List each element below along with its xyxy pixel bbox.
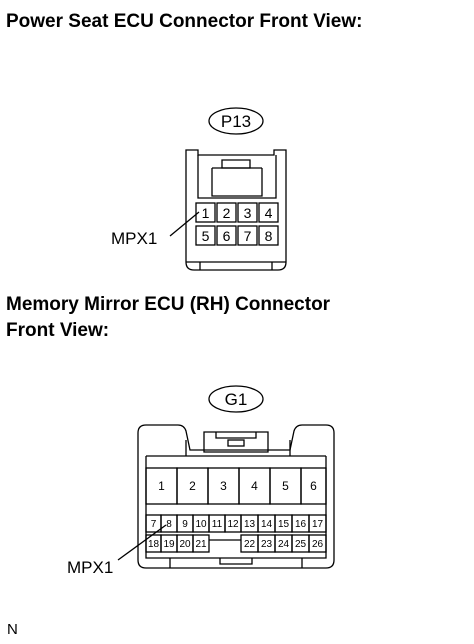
p13-pin-grid [195,202,279,246]
g1-pin-1: 1 [158,479,165,493]
g1-pin-20: 20 [179,539,191,550]
g1-pin-6: 6 [310,479,317,493]
p13-callout-line [169,211,200,237]
g1-connector [117,385,335,569]
g1-small-pin-grid-row1 [145,514,327,533]
p13-mpx1-label: MPX1 [111,229,158,248]
g1-pin-25: 25 [295,539,307,550]
g1-pin-26: 26 [312,539,324,550]
g1-pin-11: 11 [212,519,223,530]
g1-pin-13: 13 [244,519,256,530]
g1-pin-7: 7 [151,519,157,530]
g1-pin-10: 10 [195,519,207,530]
p13-pin-2: 2 [223,205,231,221]
g1-pin-24: 24 [278,539,290,550]
g1-pin-4: 4 [251,479,258,493]
g1-small-pin-grid-row2 [145,534,327,553]
p13-pin-5: 5 [202,228,210,244]
g1-pin-5: 5 [282,479,289,493]
footer-mark: N [7,621,18,638]
g1-pin-3: 3 [220,479,227,493]
g1-code-ellipse [208,385,264,413]
g1-pin-12: 12 [227,519,239,530]
p13-code-text: P13 [221,112,251,131]
g1-pin-18: 18 [148,539,160,550]
g1-pin-17: 17 [312,519,324,530]
p13-code-ellipse [208,107,264,135]
g1-pin-14: 14 [261,519,273,530]
p13-pin-3: 3 [244,205,252,221]
section2-title-line2: Front View: [6,320,110,341]
p13-housing [185,149,287,271]
g1-pin-8: 8 [166,519,172,530]
p13-pin-labels: 1 2 3 4 5 6 7 8 [202,205,273,244]
p13-pin-1: 1 [202,205,210,221]
g1-pin-19: 19 [163,539,175,550]
g1-pin-21: 21 [195,539,207,550]
g1-pin-9: 9 [182,519,188,530]
g1-small-pin-labels-row2: 18 19 20 21 22 23 24 25 26 [148,539,324,550]
g1-large-pin-grid [145,467,327,505]
p13-connector [169,107,287,271]
g1-code-text: G1 [225,390,248,409]
g1-pin-23: 23 [261,539,273,550]
g1-pin-15: 15 [278,519,290,530]
g1-pin-22: 22 [244,539,256,550]
section1-title: Power Seat ECU Connector Front View: [6,11,363,32]
p13-pin-6: 6 [223,228,231,244]
g1-callout-line [117,524,167,561]
p13-pin-8: 8 [265,228,273,244]
g1-latch [203,431,269,453]
g1-large-pin-labels: 1 2 3 4 5 6 [158,479,317,493]
g1-small-pin-labels-row1: 7 8 9 10 11 12 13 14 15 16 17 [151,519,324,530]
g1-mpx1-label: MPX1 [67,558,114,577]
section2-title-line1: Memory Mirror ECU (RH) Connector [6,294,331,315]
g1-pin-2: 2 [189,479,196,493]
g1-pin-16: 16 [295,519,307,530]
p13-pin-7: 7 [244,228,252,244]
g1-housing [137,424,335,569]
p13-pin-4: 4 [265,205,273,221]
